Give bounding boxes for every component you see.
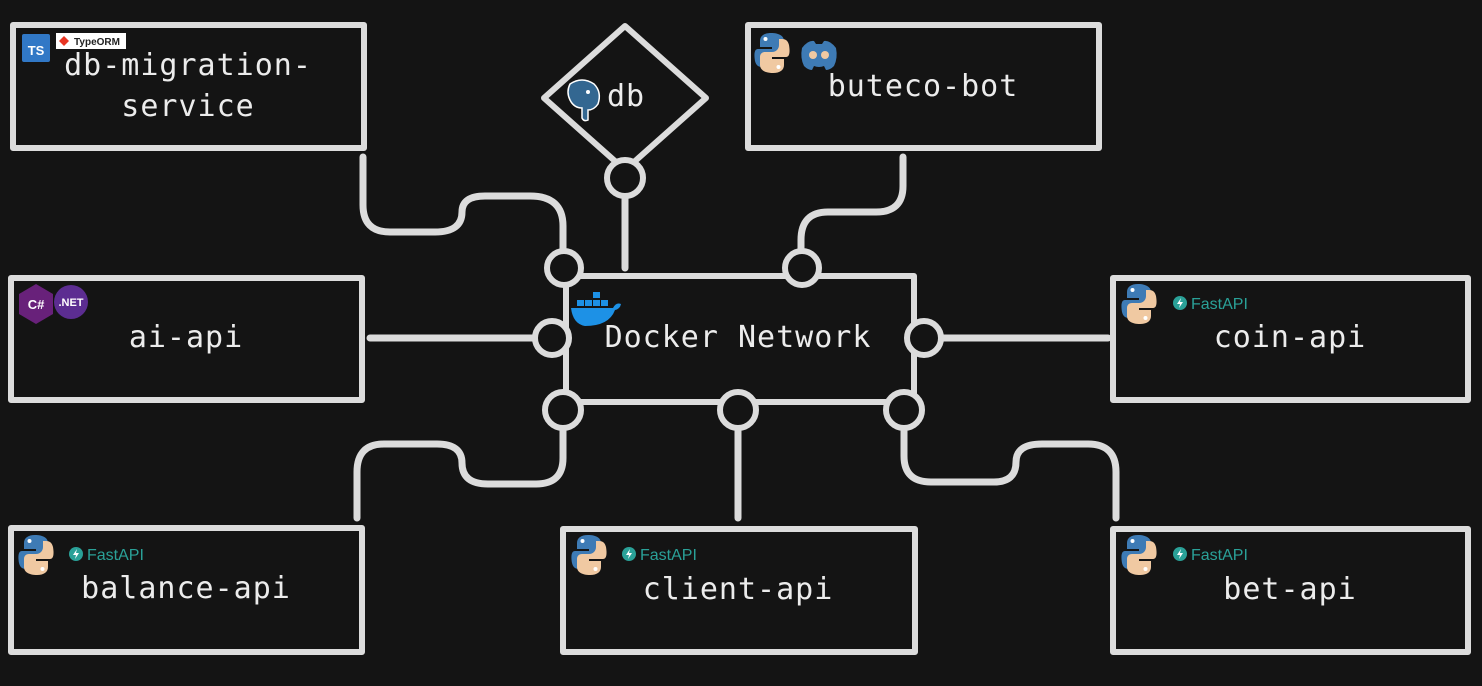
ai-api-frame [8, 275, 365, 403]
fastapi-icon [622, 547, 636, 561]
bet-api-label: bet-api [1223, 572, 1356, 607]
csharp-badge-text: C# [28, 297, 45, 312]
balance-api-frame [8, 525, 365, 655]
ai-api-label: ai-api [129, 320, 243, 355]
balance-api-framework: FastAPI [87, 547, 144, 564]
coin-api-node[interactable]: FastAPI coin-api [1110, 275, 1471, 403]
client-api-framework: FastAPI [640, 547, 697, 564]
ai-api-node[interactable]: C# .NET ai-api [8, 275, 365, 403]
port-client-api[interactable] [717, 389, 759, 431]
db-migration-label-line1: db-migration- [64, 48, 312, 83]
python-icon [1121, 535, 1157, 575]
typescript-badge-text: TS [28, 43, 45, 58]
python-icon [18, 535, 54, 575]
postgresql-elephant-icon [567, 79, 601, 122]
bet-api-node[interactable]: FastAPI bet-api [1110, 526, 1471, 655]
docker-network-label: Docker Network [605, 320, 872, 355]
fastapi-icon [1173, 296, 1187, 310]
wire-buteco-bot [797, 153, 907, 254]
bet-api-framework: FastAPI [1191, 547, 1248, 564]
wire-bet-api [900, 424, 1120, 522]
wire-db-migration [359, 153, 567, 254]
balance-api-label: balance-api [81, 571, 291, 606]
wires [353, 153, 1120, 522]
coin-api-frame [1110, 275, 1471, 403]
port-buteco-bot[interactable] [782, 248, 822, 288]
ports [532, 157, 944, 431]
docker-network-node[interactable]: Docker Network [563, 273, 917, 405]
client-api-frame [560, 526, 918, 655]
typescript-icon: TS [22, 34, 50, 62]
buteco-bot-node[interactable]: buteco-bot [745, 22, 1102, 151]
client-api-label: client-api [643, 572, 834, 607]
port-db[interactable] [604, 157, 646, 199]
fastapi-icon [69, 547, 83, 561]
db-label: db [607, 79, 645, 114]
port-db-migration[interactable] [544, 248, 584, 288]
fastapi-icon [1173, 547, 1187, 561]
python-icon [754, 33, 790, 73]
buteco-bot-label: buteco-bot [828, 69, 1019, 104]
dotnet-badge-text: .NET [58, 297, 83, 309]
typeorm-icon: TypeORM [56, 33, 126, 49]
wire-balance-api [353, 424, 567, 522]
bet-api-frame [1110, 526, 1471, 655]
port-ai-api[interactable] [532, 318, 572, 358]
discord-icon [801, 40, 837, 70]
python-icon [571, 535, 607, 575]
db-migration-service-node[interactable]: TS TypeORM db-migration- service [10, 22, 367, 151]
port-bet-api[interactable] [883, 389, 925, 431]
balance-api-node[interactable]: FastAPI balance-api [8, 525, 365, 655]
dotnet-icon: .NET [54, 285, 88, 319]
buteco-bot-frame [745, 22, 1102, 151]
db-migration-frame [10, 22, 367, 151]
port-coin-api[interactable] [904, 318, 944, 358]
client-api-node[interactable]: FastAPI client-api [560, 526, 918, 655]
csharp-icon: C# [19, 284, 53, 324]
port-balance-api[interactable] [542, 389, 584, 431]
typeorm-badge-text: TypeORM [74, 37, 120, 48]
docker-whale-icon [571, 292, 621, 326]
coin-api-framework: FastAPI [1191, 296, 1248, 313]
db-migration-label-line2: service [121, 89, 254, 124]
coin-api-label: coin-api [1214, 320, 1367, 355]
python-icon [1121, 284, 1157, 324]
db-node[interactable]: db [541, 23, 709, 173]
